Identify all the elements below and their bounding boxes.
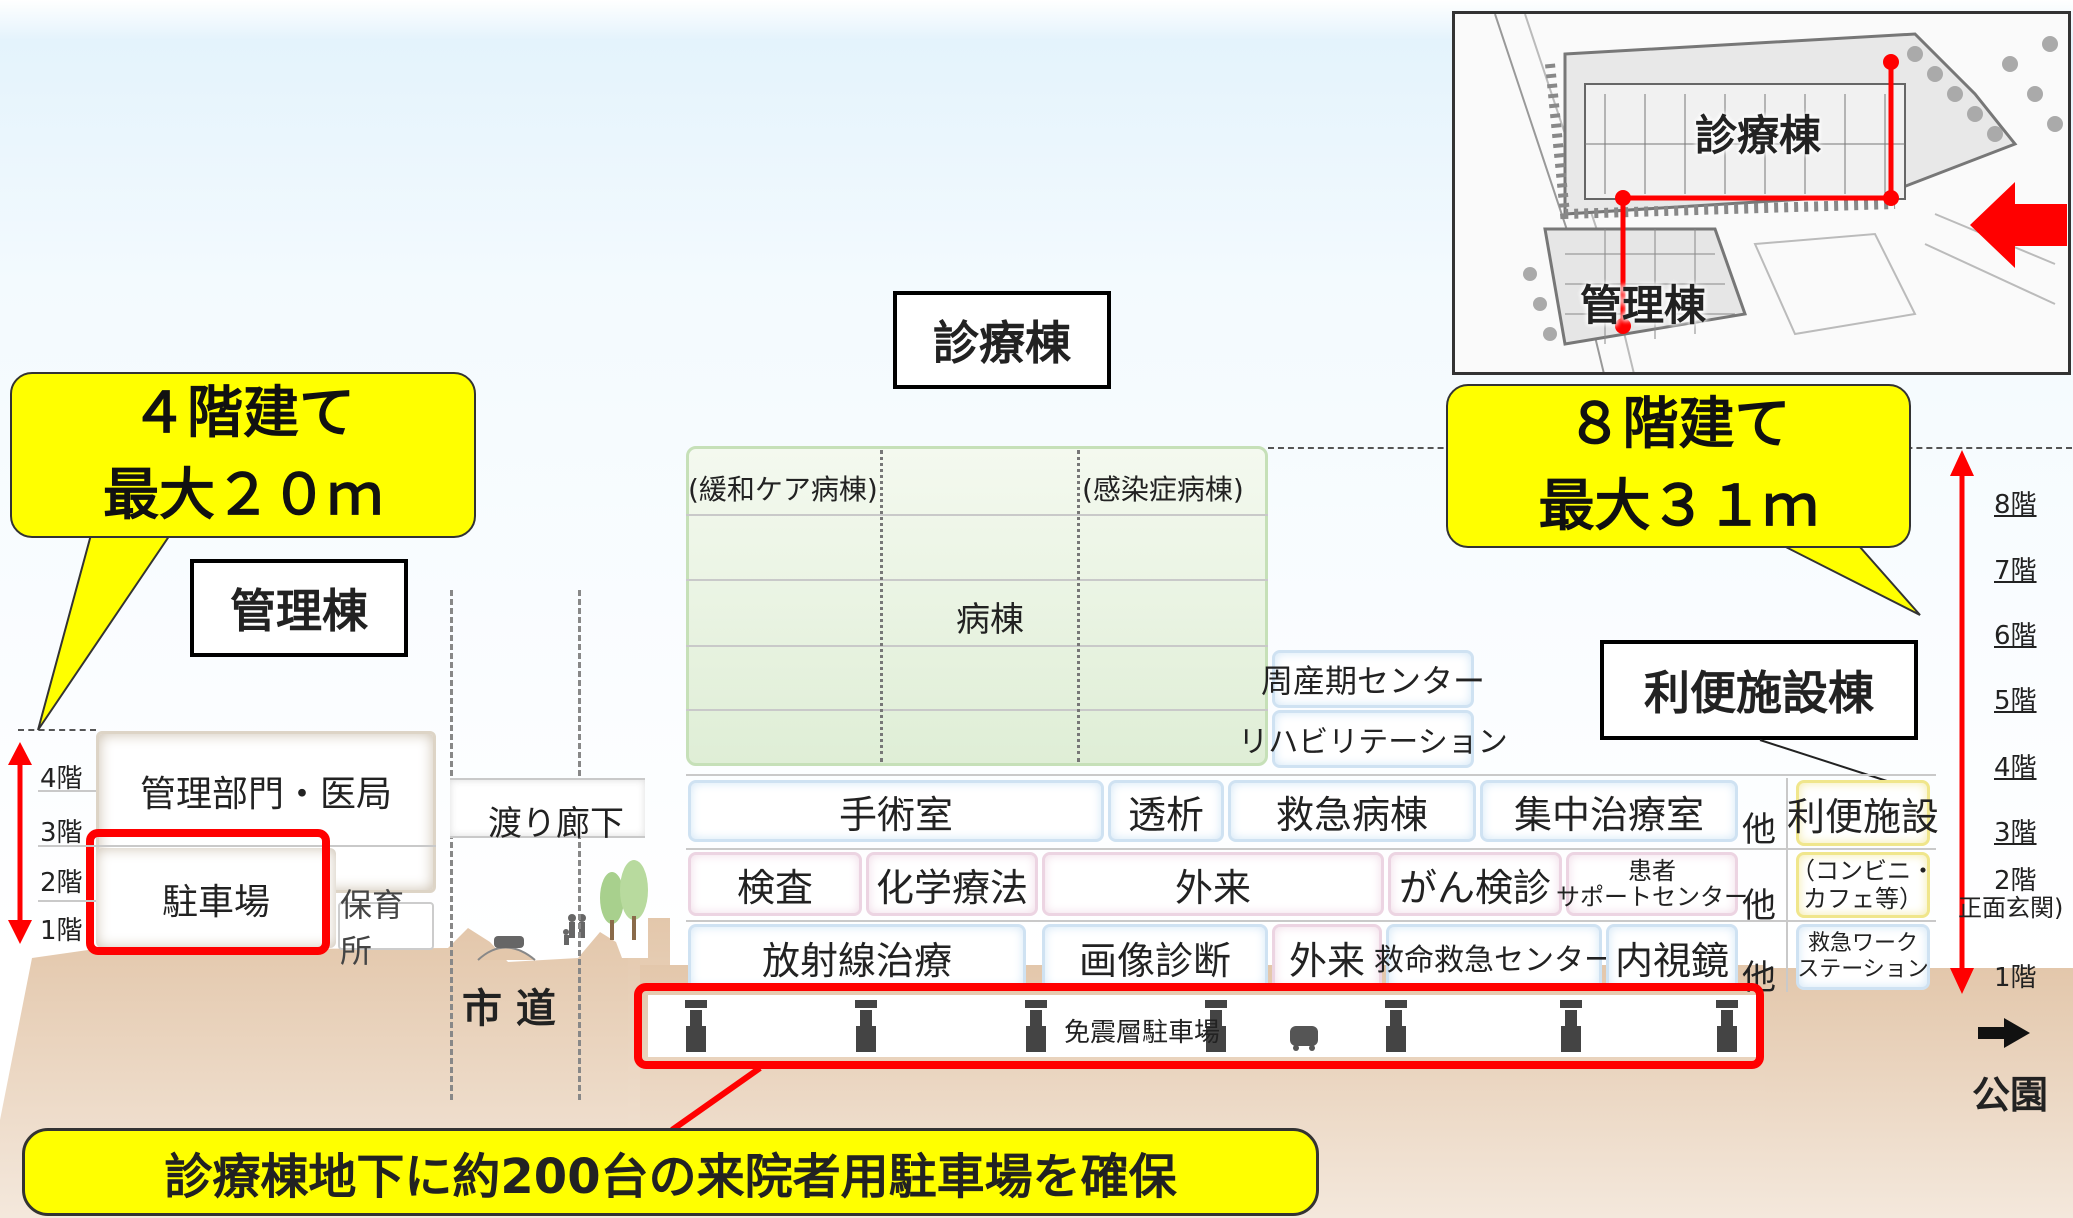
floor-label-1: 1階 <box>1994 963 2037 993</box>
main-entrance-label: 正面玄関) <box>1958 894 2064 922</box>
height-line-20m <box>18 729 96 731</box>
basement-parking-label: 免震層駐車場 <box>1064 1018 1221 1048</box>
operating-room: 手術室 <box>688 780 1104 842</box>
road-label: 市 道 <box>462 986 556 1032</box>
car-icon <box>1290 1026 1318 1046</box>
floor-label-3: 3階 <box>1994 818 2037 848</box>
infectious-ward-label: (感染症病棟) <box>1082 473 1244 506</box>
endoscopy: 内視鏡 <box>1606 924 1738 990</box>
emergency-work-line2: ステーション <box>1797 957 1929 982</box>
admin-floor-2: 2階 <box>40 868 83 898</box>
ward-label: 病棟 <box>956 600 1024 640</box>
admin-parking-label: 駐車場 <box>162 882 271 923</box>
emergency-center: 救命救急センター <box>1374 924 1614 990</box>
main-building-title: 診療棟 <box>893 291 1111 389</box>
admin-parking-block <box>96 848 336 948</box>
callout-admin-floors: ４階建て <box>131 381 355 446</box>
basement-parking-highlight <box>634 983 1764 1069</box>
site-map-drawing <box>1455 14 2068 372</box>
entrance-arrow <box>1970 182 2067 268</box>
patient-support-center: 患者 サポートセンター <box>1556 852 1748 916</box>
callout-admin-max: 最大２０ｍ <box>103 463 383 528</box>
cancer-screening: がん検診 <box>1388 852 1562 916</box>
admin-floor-3: 3階 <box>40 818 83 848</box>
admin-floor-4: 4階 <box>40 764 83 794</box>
floor-label-6: 6階 <box>1994 621 2037 651</box>
ward-floor-line-8 <box>686 514 1268 516</box>
map-admin-label: 管理棟 <box>1580 281 1707 330</box>
patient-support-line1: 患者 <box>1628 857 1676 885</box>
floor-label-2: 2階 <box>1994 866 2037 896</box>
emergency-work-station: 救急ワーク ステーション <box>1796 924 1930 990</box>
ward-divider-left <box>880 450 883 762</box>
admin-parking-highlight <box>86 829 330 955</box>
ward-floor-line-7 <box>686 579 1268 581</box>
patient-support-line2: サポートセンター <box>1556 883 1748 911</box>
parking-banner: 診療棟地下に約200台の来院者用駐車場を確保 <box>22 1128 1319 1216</box>
main-floor-line-2 <box>686 920 1936 922</box>
admin-dept-label: 管理部門・医局 <box>140 774 393 815</box>
convenience-facility: 利便施設 <box>1787 780 1939 846</box>
admin-floor-line-4 <box>38 790 96 792</box>
others-3f: 他 <box>1742 810 1776 850</box>
examination: 検査 <box>688 852 862 916</box>
chemotherapy: 化学療法 <box>866 852 1038 916</box>
callout-main-max: 最大３１ｍ <box>1538 474 1819 539</box>
main-floor-line-3 <box>686 848 1936 850</box>
perinatal-center: 周産期センター <box>1261 650 1485 708</box>
others-2f: 他 <box>1742 886 1776 926</box>
palliative-ward-label: (緩和ケア病棟) <box>688 473 878 506</box>
road-line-right <box>578 590 581 1100</box>
corridor-label: 渡り廊下 <box>488 804 624 844</box>
road-line-left <box>450 590 453 1100</box>
floor-label-8: 8階 <box>1994 490 2037 520</box>
floor-label-5: 5階 <box>1994 686 2037 716</box>
admin-floor-line-3 <box>38 845 96 847</box>
admin-floor-line-2 <box>38 900 96 902</box>
callout-main-height: ８階建て 最大３１ｍ <box>1446 384 1911 548</box>
callout-admin-height: ４階建て 最大２０ｍ <box>10 372 476 538</box>
icu: 集中治療室 <box>1480 780 1738 842</box>
ward-floor-line-5 <box>686 709 1268 711</box>
ward-block <box>686 446 1268 766</box>
main-floor-line-4 <box>686 774 1936 776</box>
corridor-block <box>450 778 645 838</box>
outpatient-2f: 外来 <box>1042 852 1384 916</box>
admin-floor-1: 1階 <box>40 916 83 946</box>
convenience-building-title: 利便施設棟 <box>1600 640 1918 740</box>
floor-label-4: 4階 <box>1994 753 2037 783</box>
emergency-ward: 救急病棟 <box>1228 780 1476 842</box>
park-label: 公園 <box>1972 1073 2049 1117</box>
ward-floor-line-6 <box>686 645 1268 647</box>
site-map: 診療棟 管理棟 <box>1452 11 2071 375</box>
rehabilitation: リハビリテーション <box>1238 710 1508 768</box>
convenience-sub-line1: （コンビニ・ <box>1791 857 1935 885</box>
radiation-therapy: 放射線治療 <box>688 924 1026 990</box>
convenience-divider <box>1786 778 1788 992</box>
admin-building-title: 管理棟 <box>190 559 408 657</box>
emergency-work-line1: 救急ワーク <box>1807 931 1918 956</box>
admin-floor-divider <box>96 845 436 847</box>
convenience-store-cafe: （コンビニ・ カフェ等） <box>1791 852 1935 918</box>
callout-main-floors: ８階建て <box>1566 392 1791 457</box>
ward-divider-right <box>1077 450 1080 762</box>
floor-label-7: 7階 <box>1994 556 2037 586</box>
map-main-label: 診療棟 <box>1695 111 1822 160</box>
dialysis: 透析 <box>1108 780 1224 842</box>
convenience-sub-line2: カフェ等） <box>1803 885 1923 913</box>
